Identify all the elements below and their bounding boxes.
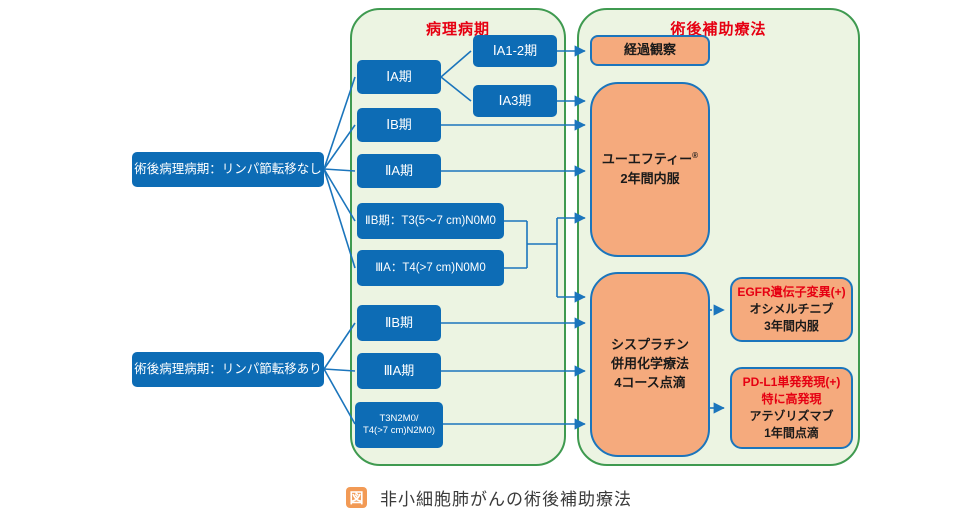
stage-node-t3n2m0-line1: T3N2M0/ — [379, 413, 419, 425]
pathology-panel-title: 病理病期 — [425, 21, 490, 38]
stage-node-iia: ⅡA期 — [357, 154, 441, 188]
cisplatin-line1: シスプラチン — [610, 337, 689, 353]
stage-node-ib: ⅠB期 — [357, 108, 441, 142]
figure-caption: 図 非小細胞肺がんの術後補助療法 — [346, 485, 632, 510]
uft-name: ユーエフティー® — [601, 151, 699, 167]
treatment-node-observation: 経過観察 — [590, 35, 710, 66]
stage-node-ia: ⅠA期 — [357, 60, 441, 94]
egfr-drug: オシメルチニブ — [749, 302, 834, 317]
cisplatin-line3: 4コース点滴 — [614, 374, 686, 390]
treatment-node-egfr: EGFR遺伝子変異(+) オシメルチニブ 3年間内服 — [730, 277, 853, 342]
stage-node-iib-t3: ⅡB期：T3(5～7 cm)N0M0 — [357, 203, 504, 239]
pdl1-condition: PD-L1単発発現(+) — [742, 375, 841, 390]
cisplatin-line2: 併用化学療法 — [610, 356, 689, 372]
treatment-node-cisplatin: シスプラチン 併用化学療法 4コース点滴 — [590, 272, 710, 457]
egfr-condition: EGFR遺伝子変異(+) — [737, 285, 846, 300]
stage-node-ia1-2: ⅠA1-2期 — [473, 35, 557, 67]
pdl1-condition2: 特に高発現 — [761, 392, 822, 407]
pdl1-duration: 1年間点滴 — [764, 425, 819, 440]
treatment-node-uft: ユーエフティー® 2年間内服 — [590, 82, 710, 257]
stage-node-iiia-t4: ⅢA：T4(>7 cm)N0M0 — [357, 250, 504, 286]
stage-node-t3n2m0: T3N2M0/ T4(>7 cm)N2M0) — [355, 402, 443, 448]
pdl1-drug: アテゾリズマブ — [749, 409, 834, 423]
stage-node-iib: ⅡB期 — [357, 305, 441, 341]
stage-node-t3n2m0-line2: T4(>7 cm)N2M0) — [362, 425, 436, 436]
figure-caption-text: 非小細胞肺がんの術後補助療法 — [380, 490, 632, 509]
figure-icon: 図 — [346, 487, 367, 508]
stage-node-iiia: ⅢA期 — [357, 353, 441, 389]
group-node-metastasis: 術後病理病期：リンパ節転移あり — [132, 352, 324, 387]
uft-duration: 2年間内服 — [620, 170, 680, 186]
registered-mark: ® — [692, 151, 699, 161]
adjuvant-panel-title: 術後補助療法 — [670, 21, 767, 38]
stage-node-ia3: ⅠA3期 — [473, 85, 557, 117]
treatment-node-pdl1: PD-L1単発発現(+) 特に高発現 アテゾリズマブ 1年間点滴 — [730, 367, 853, 449]
group-node-no-metastasis: 術後病理病期：リンパ節転移なし — [132, 152, 324, 187]
egfr-duration: 3年間内服 — [764, 318, 819, 333]
